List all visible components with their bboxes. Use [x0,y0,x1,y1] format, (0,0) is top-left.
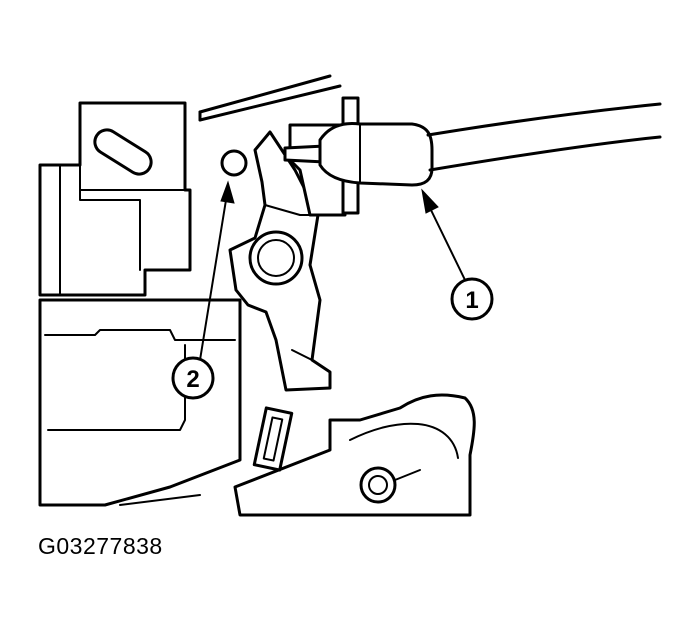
figure-id: G03277838 [38,533,163,559]
callout-1-label: 1 [465,287,478,314]
actuator-cable [283,102,662,187]
top-plate [198,74,342,122]
latch-mechanism [233,393,476,517]
latch-bracket [38,101,192,297]
mounting-slot [93,128,153,176]
callout-1-leader [421,188,467,283]
retaining-clip [220,149,248,177]
latch-rivet [359,466,397,504]
callout-2: 2 [171,356,215,400]
callout-2-leader [199,180,235,361]
callout-2-label: 2 [186,366,199,393]
callout-1: 1 [450,277,494,321]
lock-housing [38,298,242,507]
